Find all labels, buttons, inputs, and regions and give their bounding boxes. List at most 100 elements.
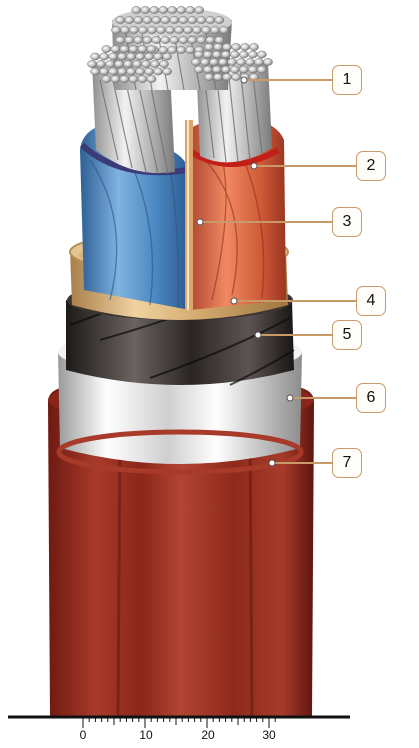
- strand-end: [154, 68, 163, 75]
- strand-end: [230, 66, 239, 73]
- callout-3: 3: [332, 207, 362, 237]
- strand-end: [120, 75, 129, 82]
- strand-end: [249, 43, 258, 50]
- strand-end: [186, 6, 195, 13]
- strand-end: [218, 58, 227, 65]
- strand-end: [245, 58, 254, 65]
- strand-end: [179, 16, 188, 23]
- strand-end: [257, 66, 266, 73]
- strand-end: [204, 73, 213, 80]
- strand-end: [165, 26, 174, 33]
- callout-1: 1: [332, 65, 362, 95]
- strand-end: [141, 6, 150, 13]
- strand-end: [191, 58, 200, 65]
- strand-end: [222, 43, 231, 50]
- strand-end: [116, 16, 125, 23]
- strand-end: [111, 75, 120, 82]
- strand-end: [212, 51, 221, 58]
- strand-end: [147, 75, 156, 82]
- scale-tick-label-0: 0: [68, 728, 98, 742]
- core-filler: [185, 120, 193, 310]
- strand-end: [203, 66, 212, 73]
- strand-end: [179, 36, 188, 43]
- strand-end: [102, 75, 111, 82]
- strand-end: [168, 46, 177, 53]
- strand-end: [109, 68, 118, 75]
- strand-end: [118, 68, 127, 75]
- strand-end: [194, 51, 203, 58]
- strand-end: [150, 60, 159, 67]
- strand-end: [213, 73, 222, 80]
- strand-end: [111, 26, 120, 33]
- strand-end: [116, 36, 125, 43]
- strand-end: [138, 45, 147, 52]
- strand-end: [123, 60, 132, 67]
- strand-end: [254, 58, 263, 65]
- strand-end: [219, 26, 228, 33]
- strand-end: [100, 68, 109, 75]
- strand-end: [125, 16, 134, 23]
- strand-end: [248, 66, 257, 73]
- strand-end: [114, 60, 123, 67]
- strand-end: [129, 45, 138, 52]
- strand-end: [111, 45, 120, 52]
- strand-end: [195, 6, 204, 13]
- strand-end: [159, 46, 168, 53]
- strand-end: [206, 16, 215, 23]
- strand-end: [152, 36, 161, 43]
- strand-end: [200, 58, 209, 65]
- strand-end: [263, 58, 272, 65]
- strand-end: [141, 60, 150, 67]
- strand-end: [105, 60, 114, 67]
- scale-tick-label-20: 20: [193, 728, 223, 742]
- strand-end: [222, 73, 231, 80]
- callout-6: 6: [356, 383, 386, 413]
- strand-end: [204, 43, 213, 50]
- strand-end: [221, 66, 230, 73]
- strand-end: [143, 36, 152, 43]
- strand-end: [91, 53, 100, 60]
- strand-end: [186, 46, 195, 53]
- strand-end: [156, 26, 165, 33]
- strand-end: [159, 60, 168, 67]
- strand-end: [239, 51, 248, 58]
- strand-end: [210, 26, 219, 33]
- callout-5: 5: [332, 320, 362, 350]
- strand-end: [197, 16, 206, 23]
- strand-end: [257, 51, 266, 58]
- strand-end: [159, 6, 168, 13]
- strand-end: [154, 53, 163, 60]
- strand-end: [201, 26, 210, 33]
- strand-end: [248, 51, 257, 58]
- strand-end: [147, 45, 156, 52]
- strand-end: [138, 75, 147, 82]
- scale-tick-label-30: 30: [254, 728, 284, 742]
- strand-end: [215, 36, 224, 43]
- strand-end: [192, 26, 201, 33]
- strand-end: [177, 46, 186, 53]
- strand-end: [240, 43, 249, 50]
- strand-end: [212, 66, 221, 73]
- strand-end: [127, 53, 136, 60]
- strand-end: [132, 60, 141, 67]
- strand-end: [102, 45, 111, 52]
- strand-end: [100, 53, 109, 60]
- strand-end: [177, 6, 186, 13]
- strand-end: [127, 68, 136, 75]
- strand-end: [150, 6, 159, 13]
- strand-end: [120, 26, 129, 33]
- strand-end: [188, 36, 197, 43]
- strand-end: [183, 26, 192, 33]
- strand-end: [227, 58, 236, 65]
- strand-end: [91, 68, 100, 75]
- strand-end: [161, 36, 170, 43]
- scale-tick-label-10: 10: [131, 728, 161, 742]
- strand-end: [203, 51, 212, 58]
- strand-end: [188, 16, 197, 23]
- strand-end: [221, 51, 230, 58]
- strand-end: [170, 36, 179, 43]
- strand-end: [168, 6, 177, 13]
- strand-end: [145, 53, 154, 60]
- strand-end: [147, 26, 156, 33]
